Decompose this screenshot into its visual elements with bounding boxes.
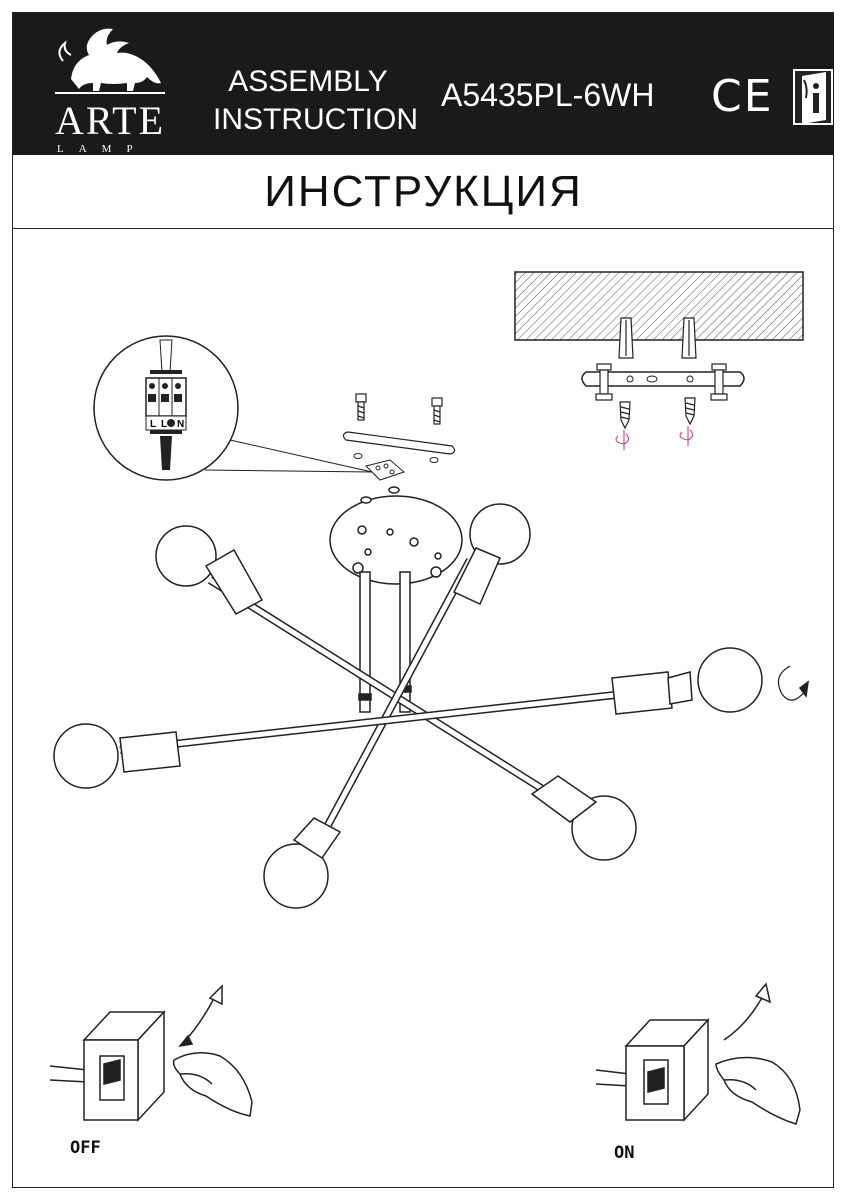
logo-subtext: LAMP	[57, 143, 148, 155]
assembly-line-1: ASSEMBLY	[228, 65, 388, 98]
hand-off	[172, 1052, 253, 1117]
page-title: ИНСТРУКЦИЯ	[264, 167, 583, 216]
bulb-3	[611, 647, 763, 715]
wiring-detail-callout: L L N	[93, 335, 373, 481]
screw-right	[684, 397, 696, 426]
rotate-arrow-left	[615, 433, 630, 445]
mounting-bracket	[581, 371, 745, 387]
bulb-1	[155, 525, 264, 615]
ground-mark	[167, 419, 175, 427]
bulb-5	[530, 775, 637, 861]
terminal-label-2: L	[161, 419, 167, 430]
title-band: ИНСТРУКЦИЯ	[13, 155, 834, 229]
arrow-on	[723, 993, 765, 1041]
canopy-screws	[355, 393, 443, 425]
hand-on	[715, 1056, 801, 1125]
assembly-line-2: INSTRUCTION	[213, 103, 418, 136]
switch-on	[595, 982, 801, 1125]
off-label: OFF	[70, 1138, 101, 1158]
terminal-label-3: N	[177, 419, 184, 430]
rotate-arrow-right	[679, 429, 694, 441]
logo-text: ARTE	[55, 98, 166, 143]
ce-mark: CE	[711, 71, 774, 122]
chandelier	[53, 486, 809, 909]
ceiling-mount-detail	[514, 271, 804, 450]
model-number: A5435PL-6WH	[441, 77, 655, 113]
bulb-2	[452, 503, 531, 606]
bulb-4	[53, 723, 181, 789]
assembly-heading: ASSEMBLY INSTRUCTION	[213, 63, 418, 139]
rotate-arrow-bulb	[777, 665, 807, 701]
page-frame	[12, 12, 834, 1188]
wall-plug-right	[681, 317, 697, 359]
ceiling-slab	[514, 271, 804, 341]
on-label: ON	[614, 1143, 635, 1163]
screw-left	[619, 401, 631, 430]
header-bar: ARTE LAMP ASSEMBLY INSTRUCTION A5435PL-6…	[13, 13, 834, 155]
terminal-label-1: L	[150, 419, 156, 430]
bracket-bolt-right	[710, 363, 728, 401]
bulb-6	[263, 817, 342, 909]
manual-info-icon	[793, 69, 833, 125]
wall-plug-left	[618, 317, 634, 359]
terminal-block-small	[353, 453, 439, 481]
bracket-bolt-left	[595, 363, 613, 401]
canopy-bracket	[342, 431, 456, 455]
switch-off	[49, 984, 253, 1122]
canopy	[329, 495, 463, 585]
logo-griffin-icon	[55, 28, 165, 94]
